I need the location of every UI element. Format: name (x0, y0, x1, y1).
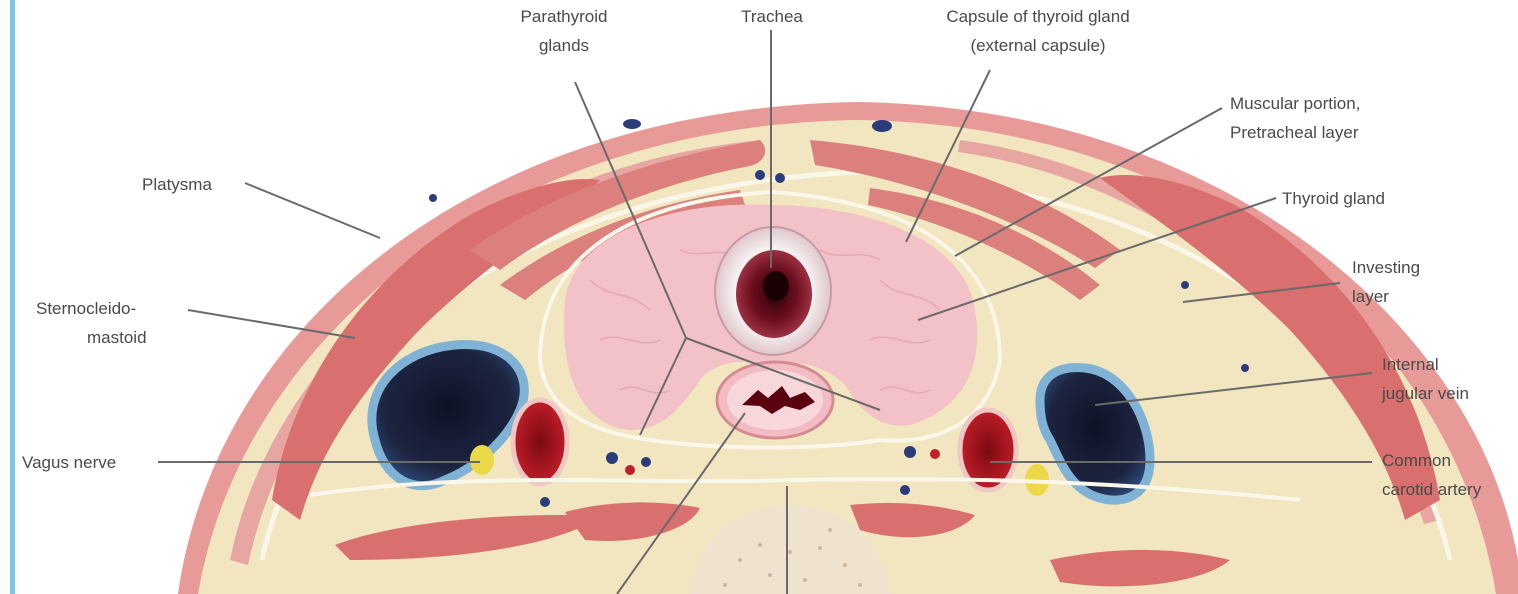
label-scm-line1: Sternocleido- (36, 299, 136, 318)
label-scm-line2: mastoid (87, 328, 147, 347)
label-parathyroid-line1: Parathyroid (521, 7, 608, 26)
trachea-lumen (763, 271, 789, 301)
label-capsule-line1: Capsule of thyroid gland (946, 7, 1129, 26)
leader-platysma (245, 183, 380, 238)
label-thyroid-gland: Thyroid gland (1282, 189, 1385, 208)
label-trachea: Trachea (741, 7, 803, 26)
common-carotid-artery-left (513, 400, 567, 484)
label-muscular-line1: Muscular portion, (1230, 94, 1360, 113)
label-capsule-line2: (external capsule) (970, 36, 1105, 55)
label-investing-line1: Investing (1352, 258, 1420, 277)
label-cca-line2: carotid artery (1382, 480, 1482, 499)
label-cca-line1: Common (1382, 451, 1451, 470)
label-ijv-line1: Internal (1382, 355, 1439, 374)
label-platysma: Platysma (142, 175, 212, 194)
label-muscular-line2: Pretracheal layer (1230, 123, 1359, 142)
label-investing-line2: layer (1352, 287, 1389, 306)
label-vagus-nerve: Vagus nerve (22, 453, 116, 472)
vagus-nerve-left (470, 445, 494, 475)
label-ijv-line2: jugular vein (1381, 384, 1469, 403)
label-parathyroid-line2: glands (539, 36, 589, 55)
